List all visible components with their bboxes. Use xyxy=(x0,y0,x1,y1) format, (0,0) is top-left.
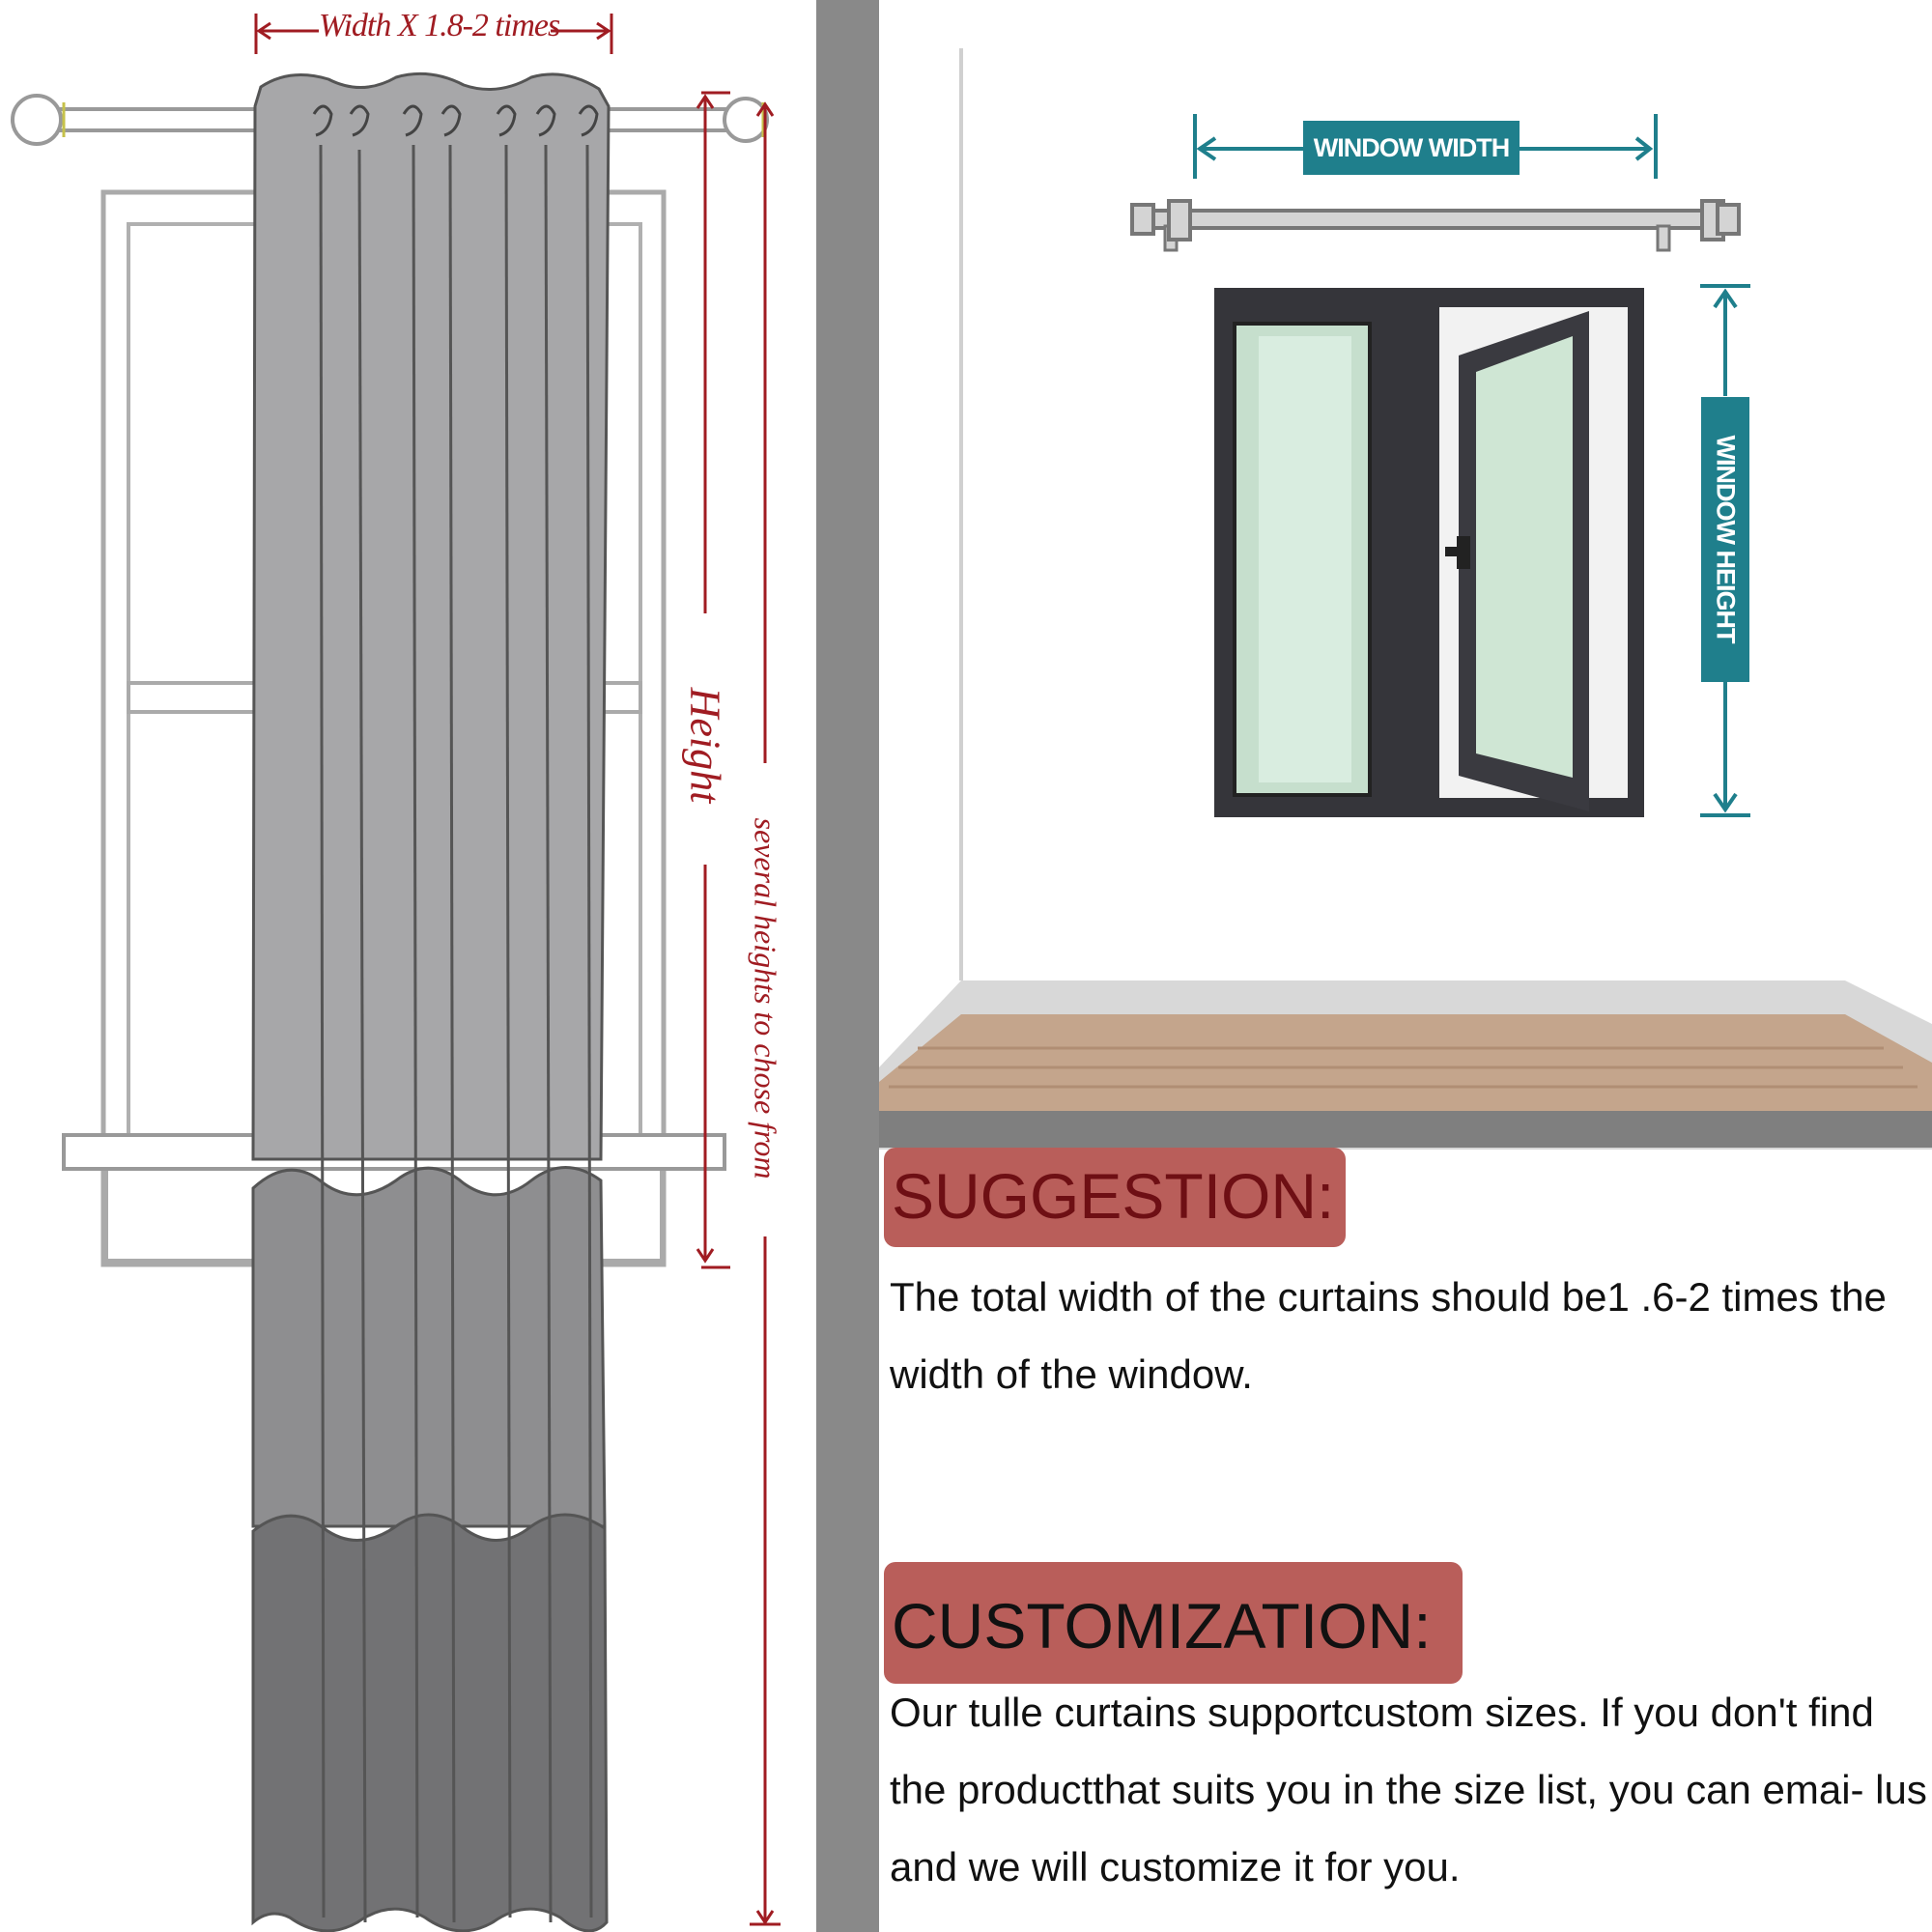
room-illustration xyxy=(879,48,1932,1150)
window-curtain-rod xyxy=(1130,199,1741,252)
suggestion-heading: SUGGESTION: xyxy=(892,1160,1335,1232)
height-arrow xyxy=(696,91,730,1269)
window xyxy=(1214,288,1644,817)
width-arrow xyxy=(254,14,613,54)
curtain-measurement-diagram: Width X 1.8-2 times Height several heigh… xyxy=(0,0,816,1932)
window-width-text: WINDOW WIDTH xyxy=(1313,133,1510,162)
suggestion-text: The total width of the curtains should b… xyxy=(890,1274,1887,1397)
width-label: Width X 1.8-2 times xyxy=(319,8,560,43)
floor-edge xyxy=(879,1111,1932,1148)
window-measurement-diagram: WINDOW WIDTH WINDOW HEIGHT xyxy=(879,0,1932,1932)
curtain-illustration xyxy=(11,14,781,1932)
window-width-label: WINDOW WIDTH xyxy=(1303,121,1520,175)
height-label: Height xyxy=(681,687,729,804)
customization-text: Our tulle curtains supportcustom sizes. … xyxy=(890,1690,1927,1889)
window-height-arrow xyxy=(1700,284,1750,817)
window-height-label: WINDOW HEIGHT xyxy=(1701,397,1749,682)
floor-planks xyxy=(889,1046,1918,1089)
customization-heading-box: CUSTOMIZATION: xyxy=(884,1562,1463,1684)
window-width-arrow xyxy=(1193,114,1658,179)
customization-heading: CUSTOMIZATION: xyxy=(892,1590,1432,1662)
suggestion-heading-box: SUGGESTION: xyxy=(884,1148,1346,1247)
panel-divider xyxy=(816,0,879,1932)
heights-note-label: several heights to chose from xyxy=(748,817,783,1179)
heights-range-arrow xyxy=(750,101,781,1926)
wooden-floor xyxy=(879,1014,1932,1111)
curtain-panel xyxy=(251,71,611,1932)
window-height-text: WINDOW HEIGHT xyxy=(1711,435,1741,643)
